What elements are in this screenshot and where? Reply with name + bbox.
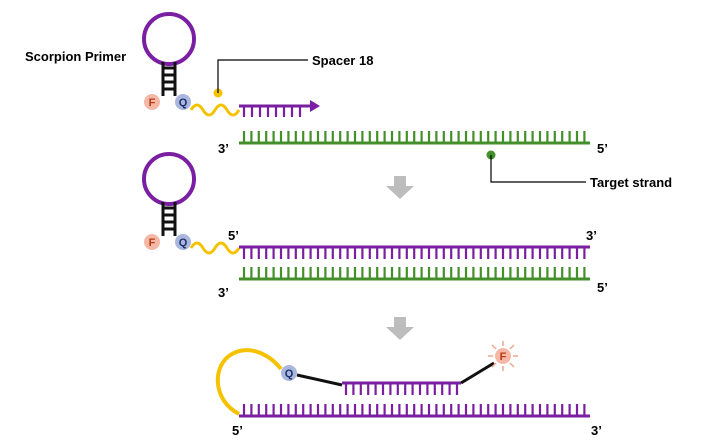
quencher-label: Q bbox=[285, 368, 294, 380]
end-label-s2-bottom-right: 5’ bbox=[597, 280, 608, 295]
stage-2: F Q 5’ 3’ 3’ 5’ bbox=[142, 152, 608, 300]
quencher-label: Q bbox=[179, 97, 188, 109]
target-callout-line bbox=[490, 155, 586, 183]
spacer-linker bbox=[189, 103, 241, 117]
primer-loop bbox=[142, 152, 196, 206]
spacer-loop bbox=[215, 348, 283, 416]
target-strand-label: Target strand bbox=[590, 175, 672, 190]
quencher-marker bbox=[175, 94, 191, 110]
probe-teeth bbox=[344, 383, 459, 395]
extended-strand-teeth bbox=[242, 247, 586, 259]
glow-burst-icon bbox=[488, 341, 518, 371]
target-teeth bbox=[242, 267, 586, 279]
primer-stem bbox=[161, 202, 177, 236]
fluorophore-marker bbox=[144, 234, 160, 250]
primer-arrowhead bbox=[310, 100, 320, 112]
quencher-marker bbox=[281, 365, 297, 381]
probe-linker-right bbox=[460, 361, 495, 385]
end-label-s2-bottom-left: 3’ bbox=[218, 285, 229, 300]
primer-loop bbox=[142, 12, 196, 66]
probe-linker-left bbox=[296, 373, 343, 387]
fluorophore-marker bbox=[144, 94, 160, 110]
extended-strand-teeth bbox=[242, 404, 586, 416]
end-label-s1-right: 5’ bbox=[597, 141, 608, 156]
end-label-s2-top-right: 3’ bbox=[586, 228, 597, 243]
end-label-s1-left: 3’ bbox=[218, 141, 229, 156]
quencher-marker bbox=[175, 234, 191, 250]
quencher-label: Q bbox=[179, 237, 188, 249]
scorpion-primer-label: Scorpion Primer bbox=[25, 49, 126, 64]
spacer-linker bbox=[189, 241, 241, 255]
end-label-s3-left: 5’ bbox=[232, 423, 243, 438]
end-label-s3-right: 3’ bbox=[591, 423, 602, 438]
fluorophore-marker bbox=[495, 348, 511, 364]
spacer-label: Spacer 18 bbox=[312, 53, 373, 68]
primer-teeth bbox=[242, 106, 302, 117]
target-teeth bbox=[242, 131, 586, 143]
fluorophore-label: F bbox=[500, 351, 507, 363]
down-arrow-icon bbox=[386, 317, 414, 340]
down-arrow-icon bbox=[386, 176, 414, 199]
fluorophore-label: F bbox=[149, 97, 156, 109]
fluorophore-label: F bbox=[149, 237, 156, 249]
end-label-s2-top-left: 5’ bbox=[228, 228, 239, 243]
stage-1: F Q Spacer 18 Scorpion Primer 3’ 5’ Targ… bbox=[25, 12, 672, 190]
spacer-callout-line bbox=[217, 59, 308, 93]
stage-3: Q F 5’ 3’ bbox=[215, 341, 602, 438]
primer-stem bbox=[161, 62, 177, 96]
